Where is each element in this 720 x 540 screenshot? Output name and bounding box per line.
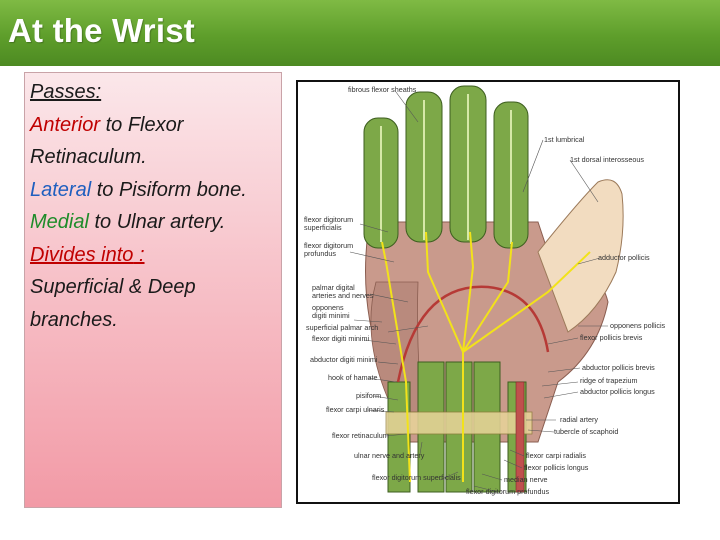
divides-rest: :: [133, 243, 145, 266]
passes-heading: Passes:: [30, 76, 278, 109]
label-fdp-line1: flexor digitorum: [304, 241, 353, 250]
divides-keyword: Divides into: [30, 243, 134, 266]
label-fdm: flexor digiti minimi: [312, 334, 370, 343]
label-palmar-digital-line2: arteries and nerves: [312, 291, 374, 300]
hand-anatomy-figure: fibrous flexor sheaths 1st lumbrical 1st…: [296, 80, 680, 504]
lateral-rest: to Pisiform bone.: [91, 178, 247, 201]
label-flexor-retinaculum: flexor retinaculum: [332, 431, 389, 440]
slide-title: At the Wrist: [8, 12, 195, 49]
label-adductor-pollicis: adductor pollicis: [598, 253, 650, 262]
label-fdp-line2: profundus: [304, 249, 336, 258]
label-fibrous-flexor-sheaths: fibrous flexor sheaths: [348, 85, 417, 94]
bullet-list: Passes: Anterior to Flexor Retinaculum. …: [30, 76, 278, 336]
medial-keyword: Medial: [30, 211, 89, 233]
label-apb: abductor pollicis brevis: [582, 363, 655, 372]
label-fpl: flexor pollicis longus: [524, 463, 589, 472]
label-fcr: flexor carpi radialis: [526, 451, 586, 460]
label-opponens-pollicis: opponens pollicis: [610, 321, 666, 330]
label-hook-hamate: hook of hamate: [328, 373, 378, 382]
label-fdp: flexor digitorum profundus: [304, 241, 355, 258]
label-1st-dorsal-interosseous: 1st dorsal interosseous: [570, 155, 644, 164]
hand-illustration: fibrous flexor sheaths 1st lumbrical 1st…: [304, 85, 666, 496]
label-ulnar-nerve-artery: ulnar nerve and artery: [354, 451, 425, 460]
label-fcu: flexor carpi ulnaris: [326, 405, 385, 414]
label-fpb: flexor pollicis brevis: [580, 333, 643, 342]
medial-rest: to Ulnar artery.: [88, 211, 226, 233]
label-median-nerve: median nerve: [504, 475, 548, 484]
anterior-keyword: Anterior: [30, 113, 101, 136]
label-palmar-digital-line1: palmar digital: [312, 283, 355, 292]
label-apl: abductor pollicis longus: [580, 387, 655, 396]
anterior-rest: to Flexor Retinaculum.: [30, 113, 184, 169]
lateral-keyword: Lateral: [30, 178, 92, 201]
label-tubercle-scaphoid: tubercle of scaphoid: [554, 427, 618, 436]
label-fds-bottom: flexor digitorum superficialis: [372, 473, 461, 482]
label-opponens-dm-line2: digiti minimi: [312, 311, 350, 320]
label-ridge-trapezium: ridge of trapezium: [580, 376, 638, 385]
label-fdp-bottom: flexor digitorum profundus: [466, 487, 550, 496]
label-palmar-digital: palmar digital arteries and nerves: [312, 283, 374, 300]
line-branches: Superficial & Deep branches.: [30, 271, 278, 336]
branches-text: Superficial & Deep branches.: [30, 276, 196, 331]
passes-heading-text: Passes:: [30, 81, 102, 103]
label-radial-artery: radial artery: [560, 415, 598, 424]
text-box: [24, 72, 282, 508]
label-opponens-dm: opponens digiti minimi: [312, 303, 350, 320]
line-divides: Divides into :: [30, 239, 278, 272]
label-fds-line2: superficialis: [304, 223, 342, 232]
line-medial: Medial to Ulnar artery.: [30, 206, 278, 239]
label-fds: flexor digitorum superficialis: [304, 215, 355, 232]
label-opponens-dm-line1: opponens: [312, 303, 344, 312]
label-1st-lumbrical: 1st lumbrical: [544, 135, 585, 144]
line-lateral: Lateral to Pisiform bone.: [30, 174, 278, 207]
title-bar: At the Wrist: [0, 0, 720, 66]
label-pisiform: pisiform: [356, 391, 381, 400]
label-superficial-palmar-arch: superficial palmar arch: [306, 323, 378, 332]
line-anterior: Anterior to Flexor Retinaculum.: [30, 109, 278, 174]
label-fds-line1: flexor digitorum: [304, 215, 353, 224]
label-adm: abductor digiti minimi: [310, 355, 378, 364]
